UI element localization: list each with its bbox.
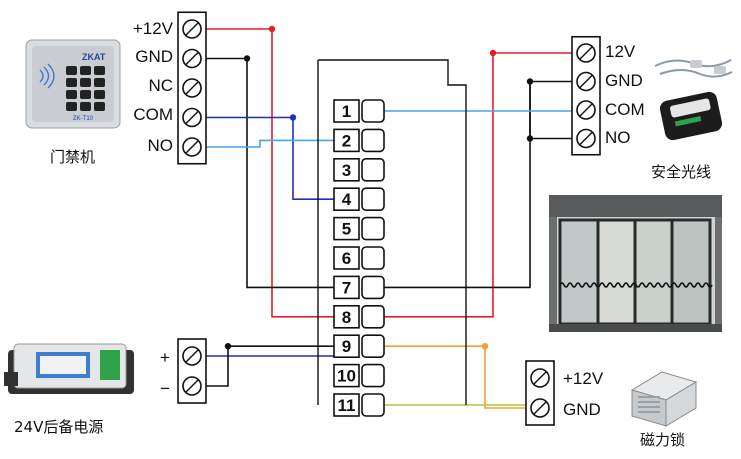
- access-terminal-label: NO: [148, 136, 174, 155]
- wire: [384, 52, 577, 318]
- wire: [529, 81, 577, 140]
- wire: [201, 139, 334, 148]
- junction-dot: [526, 135, 534, 142]
- maglock-name: 磁力锁: [640, 431, 685, 449]
- screw-slot: [579, 103, 593, 117]
- power-supply-device: [4, 343, 134, 394]
- junction-dot: [224, 343, 232, 350]
- controller-pin-box: [333, 275, 360, 300]
- access-control-device: ZKAT ZK-T10: [25, 39, 121, 129]
- junction-dot: [268, 25, 276, 33]
- controller-pin-screw: [361, 99, 385, 123]
- junction-dot: [481, 343, 489, 350]
- lock-terminal-label: GND: [563, 400, 601, 419]
- screw-slot: [579, 132, 593, 145]
- controller-pin-box: [333, 246, 360, 270]
- controller-pin-screw: [361, 334, 385, 359]
- controller-pin-screw: [361, 216, 385, 241]
- controller-pin-label: 2: [342, 131, 351, 150]
- wire: [201, 345, 334, 387]
- controller-pin-screw: [361, 393, 385, 417]
- maglock-device: [630, 371, 698, 427]
- controller-pin-label: 8: [342, 308, 351, 327]
- screw-slot: [185, 111, 199, 124]
- controller-pin-label: 4: [342, 190, 352, 209]
- wire: [384, 345, 531, 409]
- terminal-blocks: [177, 11, 601, 426]
- screw-slot: [185, 349, 199, 363]
- wire: [201, 116, 334, 200]
- access-control-name: 门禁机: [50, 148, 95, 166]
- screw-slot: [185, 140, 199, 154]
- wire: [201, 28, 334, 318]
- screw-slot: [185, 52, 199, 65]
- controller-pin-label: 1: [342, 102, 351, 121]
- junction-dot: [243, 55, 251, 62]
- controller-pin-box: [333, 128, 360, 153]
- controller-board: 1 2 3 4 5 6 7 8 9 10 11: [317, 59, 467, 417]
- controller-pin-label: 5: [342, 220, 351, 239]
- screw-slot: [185, 22, 199, 36]
- beam-terminal-label: NO: [605, 128, 631, 147]
- beam-terminal-label: 12V: [605, 42, 636, 61]
- safety-beam-device: [654, 59, 733, 141]
- controller-pin-box: [333, 334, 360, 359]
- controller-pin-box: [333, 304, 360, 329]
- rfid-icon: [39, 63, 55, 89]
- power-supply-name: 24V后备电源: [14, 418, 103, 436]
- power-terminal-label: −: [160, 379, 170, 398]
- controller-pin-box: [333, 99, 360, 123]
- access-model-label: ZK-T10: [73, 116, 94, 122]
- screw-slot: [185, 379, 199, 393]
- access-terminal-label: +12V: [133, 19, 174, 38]
- controller-pin-screw: [361, 158, 385, 182]
- controller-pin-label: 3: [342, 161, 351, 180]
- controller-pin-screw: [361, 187, 385, 211]
- access-brand-label: ZKAT: [82, 52, 106, 62]
- controller-pin-screw: [361, 363, 385, 388]
- access-terminal-label: GND: [135, 47, 173, 66]
- beam-terminal-label: GND: [605, 71, 643, 90]
- controller-outline: [317, 59, 467, 405]
- safety-beam-name: 安全光线: [651, 163, 711, 181]
- junction-dots: [224, 25, 534, 350]
- wire: [201, 57, 334, 289]
- screw-slot: [533, 371, 547, 385]
- access-terminal-label: NC: [148, 76, 173, 95]
- controller-pin-box: [333, 158, 360, 182]
- screw-slot: [185, 81, 199, 95]
- controller-pin-screw: [361, 275, 385, 300]
- controller-pin-label: 7: [342, 278, 351, 297]
- junction-dot: [289, 114, 297, 121]
- junction-dot: [489, 49, 497, 57]
- controller-pin-screw: [361, 246, 385, 270]
- wire: [384, 80, 577, 289]
- controller-pin-screw: [361, 304, 385, 329]
- beam-terminal-label: COM: [605, 100, 645, 119]
- controller-pin-screw: [361, 128, 385, 153]
- screw-slot: [579, 46, 593, 60]
- lock-terminal-label: +12V: [563, 369, 604, 388]
- screw-slot: [579, 75, 593, 88]
- controller-pin-box: [333, 363, 360, 388]
- sliding-door-image: [549, 195, 722, 332]
- screw-slot: [533, 401, 547, 415]
- access-terminal-label: COM: [133, 105, 173, 124]
- wires-group: [201, 28, 577, 409]
- beam-wave-line: [559, 282, 713, 288]
- controller-pin-label: 11: [338, 396, 356, 415]
- controller-pin-box: [333, 187, 360, 211]
- controller-pin-box: [333, 393, 360, 417]
- controller-pin-label: 6: [342, 249, 351, 268]
- controller-pin-box: [333, 216, 360, 241]
- controller-pin-label: 10: [337, 367, 356, 386]
- junction-dot: [526, 78, 534, 85]
- controller-pin-label: 9: [342, 337, 351, 356]
- power-terminal-label: +: [160, 348, 170, 367]
